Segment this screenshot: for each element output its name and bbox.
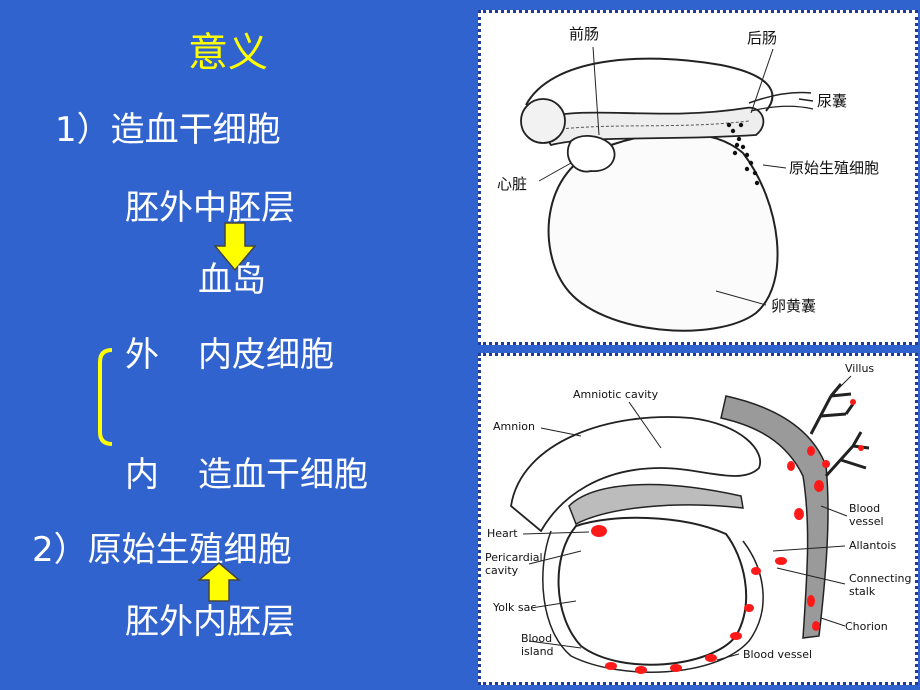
pericardial-cavity-label-line2: cavity — [485, 564, 519, 577]
blood-island-label: 血岛 — [198, 260, 266, 300]
amniotic-cavity-label: Amniotic cavity — [573, 388, 659, 401]
extraembryonic-mesoderm-label: 胚外中胚层 — [125, 188, 295, 228]
pgc-label: 原始生殖细胞 — [789, 159, 879, 177]
extraembryonic-endoderm-label: 胚外内胚层 — [125, 602, 295, 642]
yolk-sac-label-cn: 卵黄囊 — [771, 297, 816, 315]
blood-island-label-line2: island — [521, 645, 554, 658]
pericardial-cavity-label-line1: Pericardial — [485, 551, 543, 564]
heart-label: Heart — [487, 527, 518, 540]
heart-label-cn: 心脏 — [497, 175, 527, 193]
outer-label: 外 — [125, 335, 159, 375]
yolk-sac-label: Yolk sac — [492, 601, 536, 614]
hindgut-label: 后肠 — [747, 29, 777, 47]
embryo-vessels-diagram: Amniotic cavity Villus Amnion Heart Bloo… — [485, 362, 912, 674]
chorion-label: Chorion — [845, 620, 888, 633]
blood-vessel-label-line1: Blood — [849, 502, 880, 515]
foregut-label: 前肠 — [569, 25, 599, 43]
inner-label: 内 — [125, 455, 159, 495]
allantois-label-cn: 尿囊 — [817, 92, 847, 110]
left-brace — [98, 348, 113, 446]
endothelial-cell-label: 内皮细胞 — [198, 335, 334, 375]
allantois-label: Allantois — [849, 539, 896, 552]
hsc-label: 造血干细胞 — [198, 455, 368, 495]
down-arrow-icon — [213, 222, 257, 272]
up-arrow-icon — [197, 562, 241, 602]
connecting-stalk-label-line1: Connecting — [849, 572, 912, 585]
slide-title: 意义 — [188, 30, 268, 76]
amnion-label: Amnion — [493, 420, 535, 433]
figure-2-panel: Amniotic cavity Villus Amnion Heart Bloo… — [478, 353, 918, 685]
villus-label: Villus — [845, 362, 874, 375]
item2-label: 2）原始生殖细胞 — [32, 530, 292, 570]
blood-island-label-line1: Blood — [521, 632, 552, 645]
embryo-yolk-sac-diagram: 前肠 后肠 尿囊 原始生殖细胞 心脏 卵黄囊 — [497, 25, 879, 332]
blood-vessel-bottom-label: Blood vessel — [743, 648, 812, 661]
item1-label: 1）造血干细胞 — [55, 110, 281, 150]
connecting-stalk-label-line2: stalk — [849, 585, 876, 598]
blood-vessel-label-line2: vessel — [849, 515, 884, 528]
figure-1-panel: 前肠 后肠 尿囊 原始生殖细胞 心脏 卵黄囊 — [478, 10, 918, 345]
